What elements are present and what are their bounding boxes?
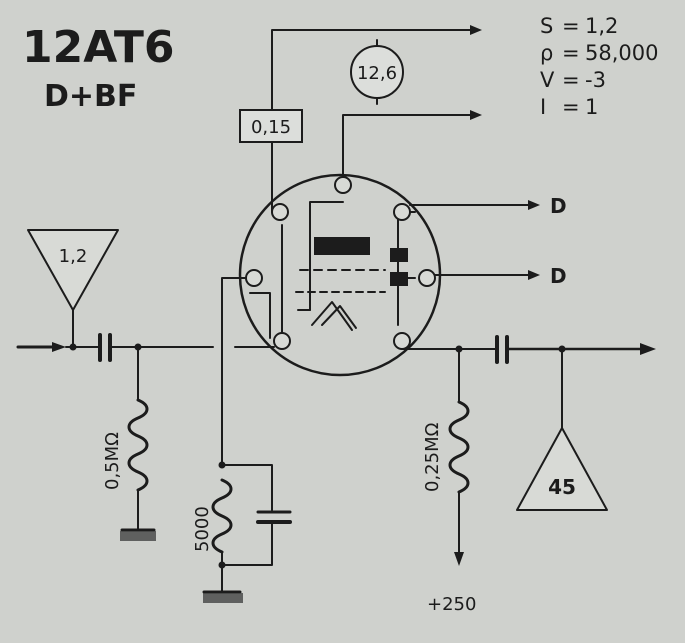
cathode-resistor-label: 5000	[192, 506, 213, 552]
diode-plate-lower	[390, 272, 408, 286]
tube-plate	[314, 237, 370, 255]
spec-value: -3	[585, 68, 606, 92]
plate-resistor-label: 0,25MΩ	[422, 422, 443, 492]
heater-circuit	[271, 25, 482, 213]
diode-plate-upper	[390, 248, 408, 262]
supply-voltage-label: +250	[427, 594, 476, 615]
plate-junction-dot	[455, 345, 463, 353]
input-stage	[16, 229, 275, 532]
spec-symbol: S	[540, 14, 553, 38]
output-junction-dot	[558, 345, 566, 353]
output-gain-label: 45	[548, 475, 576, 499]
heater-voltage-circle	[350, 45, 404, 99]
ground-hatch	[120, 531, 156, 541]
heater-voltage-label: 12,6	[357, 63, 397, 84]
grid-resistor-label: 0,5MΩ	[102, 432, 123, 490]
tube-internals	[249, 201, 416, 339]
cathode-network	[202, 277, 292, 594]
spec-symbol: I	[540, 95, 546, 119]
heater-current-box	[239, 109, 303, 143]
spec-value: 58,000	[585, 41, 658, 65]
output-stage	[401, 335, 656, 566]
spec-list: S = 1,2 ρ = 58,000 V = -3 I = 1	[540, 14, 658, 119]
tube-function-subtitle: D+BF	[44, 79, 137, 114]
spec-value: 1	[585, 95, 598, 119]
spec-equals: =	[562, 41, 580, 65]
spec-equals: =	[562, 14, 580, 38]
spec-symbol: V	[540, 68, 555, 92]
input-junction-dot	[69, 343, 77, 351]
spec-equals: =	[562, 95, 580, 119]
grid-junction-dot	[134, 343, 142, 351]
diode-output-label: D	[550, 264, 567, 288]
tube-pins	[245, 176, 436, 350]
ground-hatch	[203, 593, 243, 603]
diode-output-label: D	[550, 194, 567, 218]
spec-equals: =	[562, 68, 580, 92]
diode-outputs	[409, 200, 540, 280]
cathode-junction-dot	[218, 561, 226, 569]
spec-symbol: ρ	[540, 41, 553, 65]
spec-value: 1,2	[585, 14, 618, 38]
cathode-junction-dot	[218, 461, 226, 469]
heater-current-label: 0,15	[251, 117, 291, 138]
input-gain-label: 1,2	[59, 246, 88, 267]
tube-type-title: 12AT6	[22, 22, 175, 73]
